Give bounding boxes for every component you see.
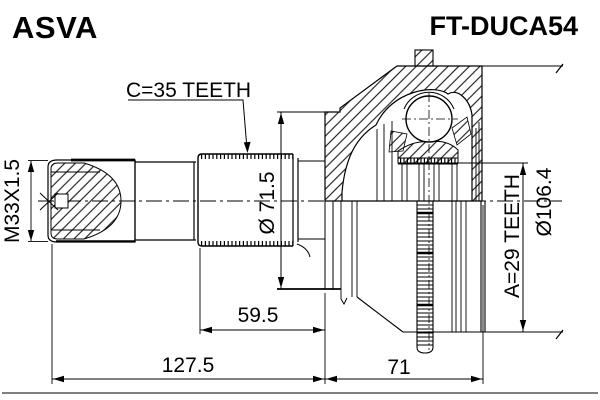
cage-section-right (451, 116, 472, 146)
boot-diameter-label: Ø 71.5 (256, 171, 279, 234)
dim-71-text: 71 (387, 356, 410, 379)
spline-teeth-callout: C=35 TEETH (126, 79, 251, 153)
part-number: FT-DUCA54 (429, 11, 578, 41)
dimension-boot-groove: Ø 71.5 (256, 111, 341, 290)
dimension-shaft-length: 127.5 (51, 244, 326, 384)
dim-127-5-text: 127.5 (162, 354, 215, 377)
abs-ring-section-band (398, 157, 458, 201)
abs-ring-teeth-strip (416, 201, 434, 354)
shaft-cylinder (134, 160, 196, 242)
cv-joint-housing (324, 49, 483, 202)
outer-spline-section (197, 153, 325, 258)
brand-logo: ASVA (12, 10, 98, 45)
dimension-abs-ring: Ø106.4 (458, 162, 556, 332)
housing-exterior-bottom (324, 201, 564, 354)
dimension-thread: M33X1.5 (1, 159, 48, 243)
cage-section-left (388, 130, 408, 153)
dim-59-5-text: 59.5 (238, 304, 279, 327)
stub-teeth-label: A=29 TEETH (501, 174, 524, 298)
ring-diameter-label: Ø106.4 (533, 167, 556, 236)
housing-top-extension (482, 63, 564, 74)
spline-teeth-label: C=35 TEETH (126, 79, 251, 102)
threaded-shaft-end (39, 158, 136, 243)
thread-size-label: M33X1.5 (1, 159, 24, 243)
abs-ring-tooth-section (414, 49, 434, 67)
dimension-housing-length: 71 (325, 205, 484, 384)
dimension-spline-length: 59.5 (199, 248, 325, 334)
